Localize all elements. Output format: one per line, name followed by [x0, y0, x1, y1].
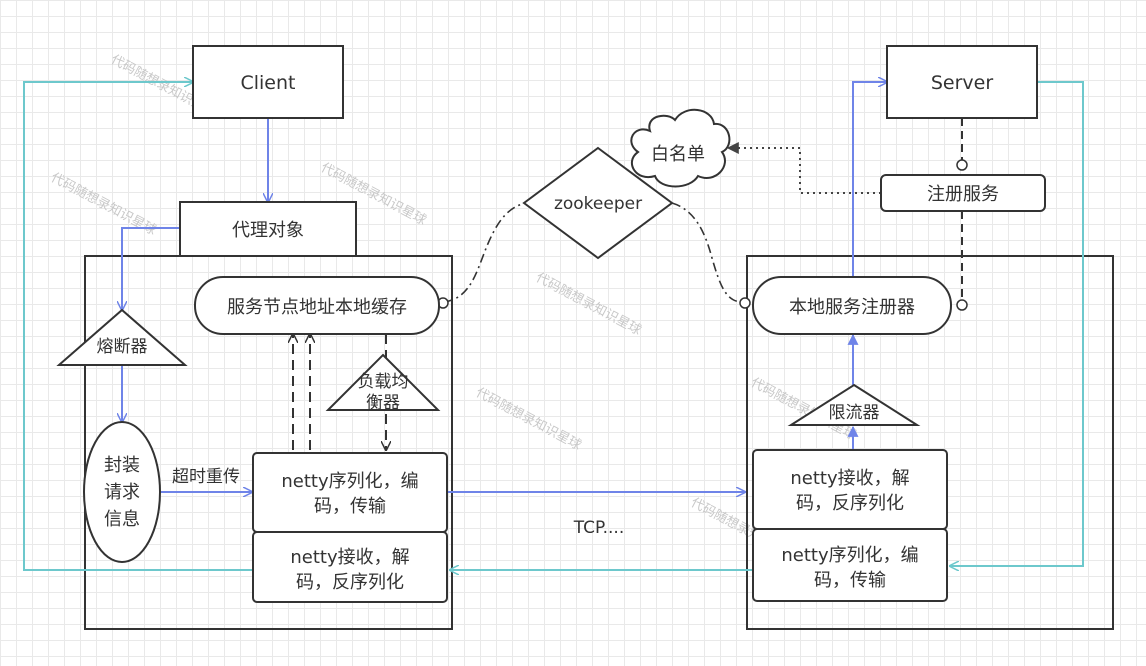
- retry-label: 超时重传: [172, 467, 240, 487]
- client-send-label-1: netty序列化，编: [281, 471, 418, 492]
- circuit-breaker-label: 熔断器: [97, 337, 148, 357]
- server-send-label-1: netty序列化，编: [781, 545, 918, 566]
- connector-dot: [956, 159, 968, 171]
- rate-limiter-triangle: [787, 383, 921, 426]
- load-balancer-triangle: [325, 353, 441, 411]
- server-netty-recv-box: [752, 449, 948, 530]
- registry-to-server-arrow: [852, 82, 887, 277]
- wrap-label-2: 请求: [104, 482, 140, 503]
- client-recv-label-1: netty接收，解: [290, 547, 409, 568]
- whitelist-label: 白名单: [651, 144, 705, 165]
- server-recv-label-1: netty接收，解: [790, 468, 909, 489]
- watermark-group: 代码随想录知识星球 代码随想录知识星球 代码随想录知识星球 代码随想录知识星球 …: [48, 51, 859, 563]
- wrap-label-3: 信息: [104, 509, 140, 530]
- register-service-box: [880, 174, 1046, 212]
- zookeeper-label: zookeeper: [554, 194, 642, 214]
- client-send-label-2: 码，传输: [314, 496, 386, 517]
- circuit-breaker-triangle: [56, 308, 188, 366]
- zookeeper-registry-link: [671, 202, 741, 303]
- rate-limiter-label: 限流器: [829, 403, 880, 423]
- server-netty-send-box: [752, 528, 948, 602]
- server-send-label-2: 码，传输: [814, 570, 886, 591]
- watermark: 代码随想录知识星球: [473, 384, 584, 453]
- server-container: [746, 255, 1114, 630]
- tcp-label: TCP....: [573, 518, 624, 538]
- wrap-label-1: 封装: [104, 455, 140, 476]
- client-recv-label-2: 码，反序列化: [296, 572, 404, 593]
- load-balancer-label-1: 负载均: [358, 372, 409, 392]
- zookeeper-diamond: [522, 146, 674, 260]
- connector-dot: [739, 297, 751, 309]
- local-cache-box: [194, 276, 440, 335]
- server-response-loop: [950, 81, 1084, 566]
- connector-dot: [956, 299, 968, 311]
- client-netty-send-box: [252, 452, 448, 533]
- client-netty-recv-box: [252, 531, 448, 603]
- local-registry-box: [752, 276, 952, 335]
- server-label: Server: [931, 72, 993, 94]
- proxy-box: [179, 201, 357, 257]
- proxy-to-breaker-arrow: [122, 227, 180, 310]
- server-box: [886, 45, 1038, 119]
- client-response-loop: [23, 82, 253, 571]
- client-label: Client: [240, 72, 295, 94]
- register-service-label: 注册服务: [927, 184, 999, 205]
- watermark: 代码随想录知识星球: [533, 269, 644, 338]
- load-balancer-label-2: 衡器: [366, 393, 400, 413]
- register-to-whitelist-dotted: [726, 142, 881, 194]
- proxy-label: 代理对象: [232, 220, 304, 241]
- local-cache-label: 服务节点地址本地缓存: [227, 297, 407, 318]
- local-registry-label: 本地服务注册器: [789, 297, 915, 318]
- server-recv-label-2: 码，反序列化: [796, 493, 904, 514]
- whitelist-cloud: [630, 109, 731, 188]
- cache-zookeeper-link: [443, 202, 526, 303]
- wrap-request-ellipse: [83, 421, 161, 563]
- client-box: [192, 45, 344, 119]
